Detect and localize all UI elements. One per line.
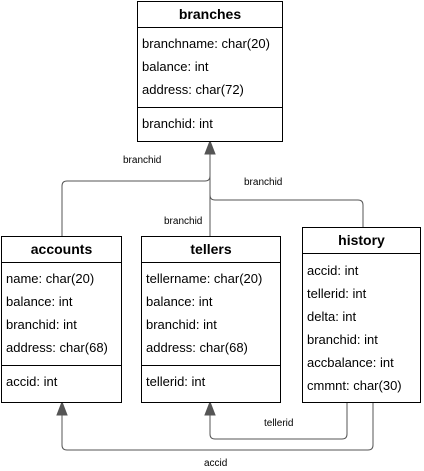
accounts-key-accid: accid: int [6,374,58,389]
branches-primary-key-section: branchid: int [138,108,282,135]
branches-field-list: branchname: char(20) balance: int addres… [138,28,282,108]
branches-key-branchid: branchid: int [142,116,213,131]
history-field-delta: delta: int [307,309,357,324]
history-field-tellerid: tellerid: int [307,286,367,301]
branches-field-balance: balance: int [142,59,209,74]
history-tellers-label: tellerid [262,418,296,430]
accounts-arrowhead [56,400,68,416]
history-field-accbalance: accbalance: int [307,355,394,370]
tellers-branches-label: branchid [162,216,205,228]
accounts-table-title: accounts [2,237,121,263]
history-accounts-label: accid [202,458,230,470]
branches-table-title: branches [138,2,282,28]
history-field-cmmnt: cmmnt: char(30) [307,378,402,393]
history-table[interactable]: history accid: int tellerid: int delta: … [302,227,421,403]
accounts-field-address: address: char(68) [6,340,108,355]
history-branches-label: branchid [242,177,285,189]
history-to-branches-line [209,194,364,227]
tellers-key-tellerid: tellerid: int [146,374,206,389]
tellers-field-balance: balance: int [146,294,213,309]
history-table-title: history [303,228,420,254]
history-field-list: accid: int tellerid: int delta: int bran… [303,254,420,403]
history-field-accid: accid: int [307,263,359,278]
tellers-arrowhead [204,400,216,416]
tellers-primary-key-section: tellerid: int [142,366,280,393]
history-to-tellers-line [209,403,348,440]
accounts-table[interactable]: accounts name: char(20) balance: int bra… [1,236,122,403]
branches-field-branchname: branchname: char(20) [142,36,270,51]
tellers-field-tellername: tellername: char(20) [146,271,263,286]
accounts-field-branchid: branchid: int [6,317,77,332]
accounts-field-name: name: char(20) [6,271,95,286]
tellers-field-branchid: branchid: int [146,317,217,332]
branches-arrowhead [204,139,216,155]
branches-field-address: address: char(72) [142,82,244,97]
accounts-field-balance: balance: int [6,294,73,309]
accounts-branches-label: branchid [121,155,164,167]
accounts-field-list: name: char(20) balance: int branchid: in… [2,263,121,366]
tellers-table-title: tellers [142,237,280,263]
branches-table[interactable]: branches branchname: char(20) balance: i… [137,1,283,142]
tellers-field-address: address: char(68) [146,340,248,355]
history-field-branchid: branchid: int [307,332,378,347]
tellers-table[interactable]: tellers tellername: char(20) balance: in… [141,236,281,403]
history-to-accounts-line [61,403,374,451]
tellers-field-list: tellername: char(20) balance: int branch… [142,263,280,366]
accounts-primary-key-section: accid: int [2,366,121,393]
